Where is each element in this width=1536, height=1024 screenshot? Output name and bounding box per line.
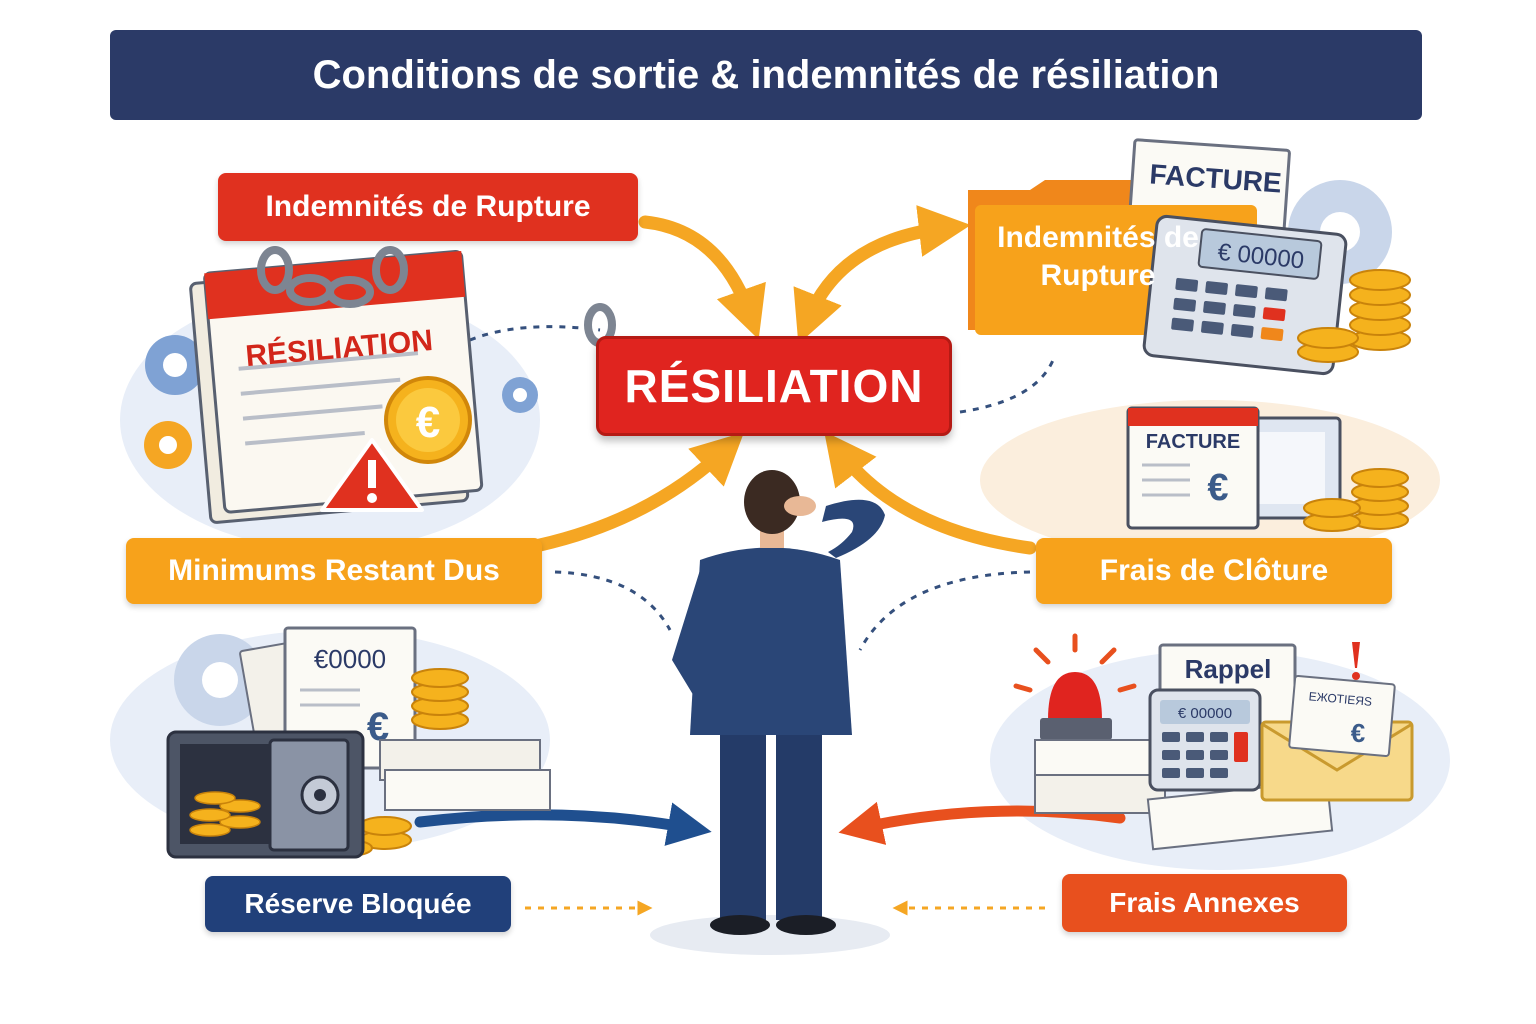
svg-text:€: € [416,398,440,447]
svg-text:€: € [367,705,389,749]
label-indemnites-rupture-right: Indemnités de Rupture [997,221,1199,292]
central-resiliation-label: RÉSILIATION [596,336,952,436]
coin-stack-icon [1303,468,1409,532]
svg-text:€: € [1207,467,1228,509]
coin-stack-icon [1297,269,1411,363]
label-frais-cloture: Frais de Clôture [1036,538,1392,604]
gear-icon [144,335,538,469]
label-minimums-restant-dus: Minimums Restant Dus [126,538,542,604]
label-indemnites-rupture-left: Indemnités de Rupture [218,173,638,241]
arrow-bottom-right [838,801,1126,845]
label-frais-annexes: Frais Annexes [1062,874,1347,932]
reminder-title-text: Rappel [1185,654,1272,684]
arrow-top-right [793,205,971,345]
calculator-icon: € 00000 [1148,688,1262,792]
calculator-small-display-text: € 00000 [1178,705,1232,722]
envelope-doc-text: ЕЖОТІЕЯS [1308,689,1372,708]
chain-icon [257,246,616,347]
svg-text:€: € [1351,718,1365,748]
envelope-icon: ЕЖОТІЕЯS € [1260,642,1414,802]
doc-amount-text: €0000 [314,644,386,674]
page-title: Conditions de sortie & indemnités de rés… [110,30,1422,120]
person-icon [650,470,890,955]
invoice-icon: FACTURE € [1126,406,1342,530]
dashed-connector [858,570,1031,651]
arrow-mid-left [533,432,745,552]
calculator-icon: € 00000 [1142,214,1348,376]
arrow-top-left [638,215,766,340]
dashed-connector [959,354,1057,414]
label-reserve-bloquee: Réserve Bloquée [205,876,511,932]
arrow-bottom-left [414,802,712,846]
euro-coin-icon: € [384,376,472,464]
warning-icon [320,438,424,512]
arrow-mid-right [824,431,1037,555]
safe-icon [166,730,365,859]
dashed-connector [554,570,672,631]
invoice-title-text: FACTURE [1146,431,1240,453]
siren-icon [1013,633,1137,740]
